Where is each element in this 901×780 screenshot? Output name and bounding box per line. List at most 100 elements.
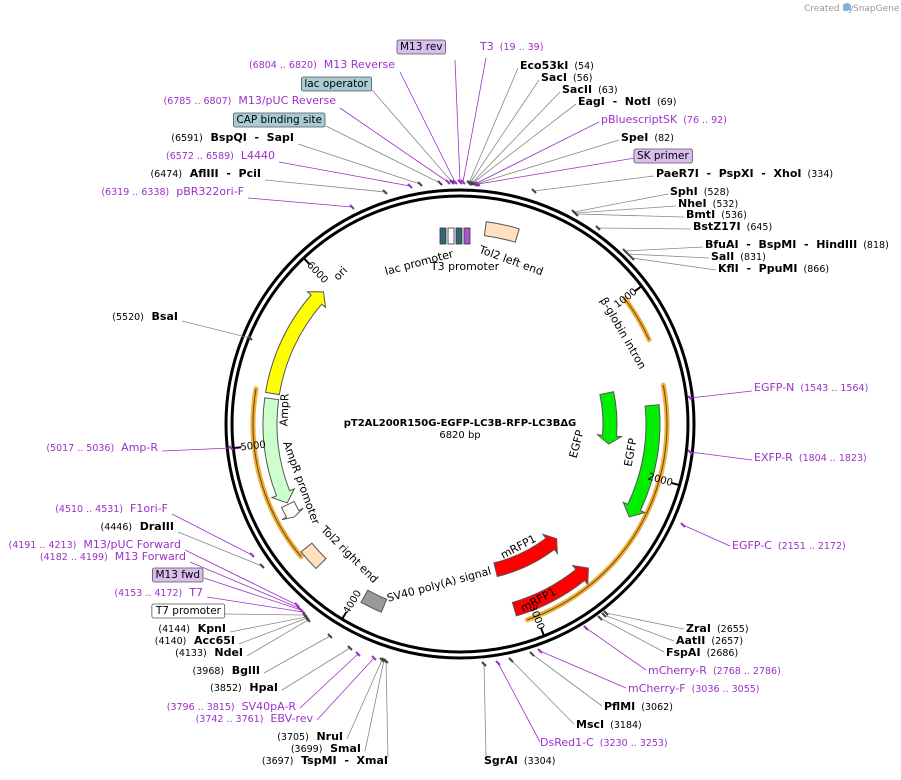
label-part: SmaI	[322, 742, 361, 755]
site-marker	[449, 179, 455, 185]
site-label-primer: mCherry-F (3036 .. 3055)	[628, 682, 760, 695]
site-marker	[417, 181, 423, 187]
label-part: NdeI	[207, 646, 243, 659]
label-part: BsaI	[144, 310, 178, 323]
leader-line	[325, 125, 441, 184]
leader-line	[206, 596, 304, 613]
leader-lines	[161, 57, 753, 759]
site-label-text: lac operator	[304, 78, 368, 90]
label-part: - XmaI	[337, 754, 388, 767]
leader-line	[264, 179, 386, 193]
label-part: mCherry-F	[628, 682, 686, 695]
leader-line	[599, 617, 665, 653]
site-label-feature: lac operator	[300, 76, 373, 92]
site-label-text: KflI - PpuMI (866)	[718, 262, 829, 275]
site-marker	[622, 248, 628, 254]
site-label-primer: (6572 .. 6589) L4440	[166, 149, 275, 162]
site-label-enzyme: BmtI (536)	[686, 208, 747, 221]
label-part: (6319 .. 6338)	[101, 187, 169, 198]
backbone-outer	[224, 188, 696, 660]
label-part: CAP binding site	[236, 114, 322, 126]
leader-line	[597, 227, 692, 230]
site-label-enzyme: BfuAI - BspMI - HindIII (818)	[705, 238, 889, 251]
site-label-feature: T7 promoter	[151, 603, 226, 619]
label-part: EBV-rev	[263, 712, 313, 725]
label-part: mCherry-R	[648, 664, 707, 677]
site-label-enzyme: SacII (63)	[562, 83, 618, 96]
label-part: lac operator	[304, 78, 368, 90]
label-part: (3304)	[518, 756, 556, 767]
site-label-text: SacI (56)	[541, 71, 593, 84]
leader-line	[339, 107, 449, 183]
site-label-text: (4153 .. 4172) T7	[114, 586, 203, 599]
site-marker	[531, 188, 537, 194]
leader-line	[316, 657, 375, 721]
label-part: Amp-R	[114, 441, 158, 454]
leader-line	[238, 617, 308, 645]
leader-line	[161, 447, 232, 452]
site-label-text: (4446) DraIII	[100, 520, 174, 533]
site-label-text: (6572 .. 6589) L4440	[166, 149, 275, 162]
label-part: (4153 .. 4172)	[114, 588, 182, 599]
site-marker	[687, 449, 693, 455]
site-marker	[407, 183, 413, 189]
site-label-text: T7 promoter	[155, 605, 222, 617]
leader-line	[371, 89, 453, 183]
label-part: M13/pUC Forward	[76, 538, 181, 551]
site-label-text: (4133) NdeI	[175, 646, 243, 659]
label-part: (3036 .. 3055)	[686, 684, 760, 695]
label-part: (3705)	[277, 732, 309, 743]
leader-line	[203, 577, 302, 611]
tick-mark	[341, 611, 348, 620]
feature-mrfp1	[511, 564, 589, 617]
site-label-text: (3742 .. 3761) EBV-rev	[196, 712, 314, 725]
leader-line	[364, 659, 385, 752]
site-label-text: pBluescriptSK (76 .. 92)	[601, 113, 727, 126]
site-label-enzyme: Eco53kI (54)	[520, 59, 594, 72]
leader-line	[469, 79, 540, 184]
site-marker	[460, 179, 466, 185]
label-part: (866)	[797, 264, 829, 275]
site-label-primer: T3 (19 .. 39)	[479, 40, 543, 53]
site-label-primer: EGFP-N (1543 .. 1564)	[754, 381, 868, 394]
site-label-primer: (5017 .. 5036) Amp-R	[46, 441, 158, 454]
feature-label: Tol2 right end	[318, 523, 381, 586]
label-part: BstZ17I	[693, 220, 741, 233]
label-box	[232, 112, 326, 128]
site-marker	[457, 179, 463, 185]
site-marker	[603, 610, 609, 616]
promoter-block	[455, 227, 463, 245]
leader-line	[689, 390, 753, 399]
label-part: (2768 .. 2786)	[707, 666, 781, 677]
feature-mrfp1	[493, 533, 558, 578]
leader-line	[177, 531, 263, 567]
label-part: (5520)	[112, 312, 144, 323]
site-marker	[475, 181, 481, 187]
site-marker	[259, 563, 265, 569]
label-part: M13 Forward	[108, 550, 186, 563]
site-label-primer: mCherry-R (2768 .. 2786)	[648, 664, 781, 677]
site-label-primer: (3796 .. 3815) SV40pA-R	[167, 700, 297, 713]
site-marker	[537, 648, 543, 654]
site-marker	[371, 655, 377, 661]
label-part: (1804 .. 1823)	[793, 453, 867, 464]
site-label-text: (3697) TspMI - XmaI	[262, 754, 388, 767]
label-part: BfuAI	[705, 238, 739, 251]
site-label-primer: M13 rev	[396, 39, 446, 55]
site-label-primer: (6319 .. 6338) pBR322ori-F	[101, 185, 244, 198]
label-part: BmtI	[686, 208, 715, 221]
site-marker	[595, 225, 601, 231]
leader-line	[605, 612, 685, 630]
site-label-text: ZraI (2655)	[686, 622, 749, 635]
site-marker	[466, 180, 472, 186]
label-part: (1543 .. 1564)	[794, 383, 868, 394]
site-label-text: EagI - NotI (69)	[578, 95, 676, 108]
label-part: F1ori-F	[123, 502, 168, 515]
site-label-primer: (6804 .. 6820) M13 Reverse	[249, 58, 395, 71]
site-label-enzyme: AatII (2657)	[676, 634, 743, 647]
feature-label: SV40 poly(A) signal	[386, 564, 493, 604]
label-part: pBluescriptSK	[601, 113, 678, 126]
snapgene-credit: Created by SnapGene	[804, 3, 900, 14]
leader-line	[682, 524, 731, 547]
site-marker	[597, 615, 603, 621]
